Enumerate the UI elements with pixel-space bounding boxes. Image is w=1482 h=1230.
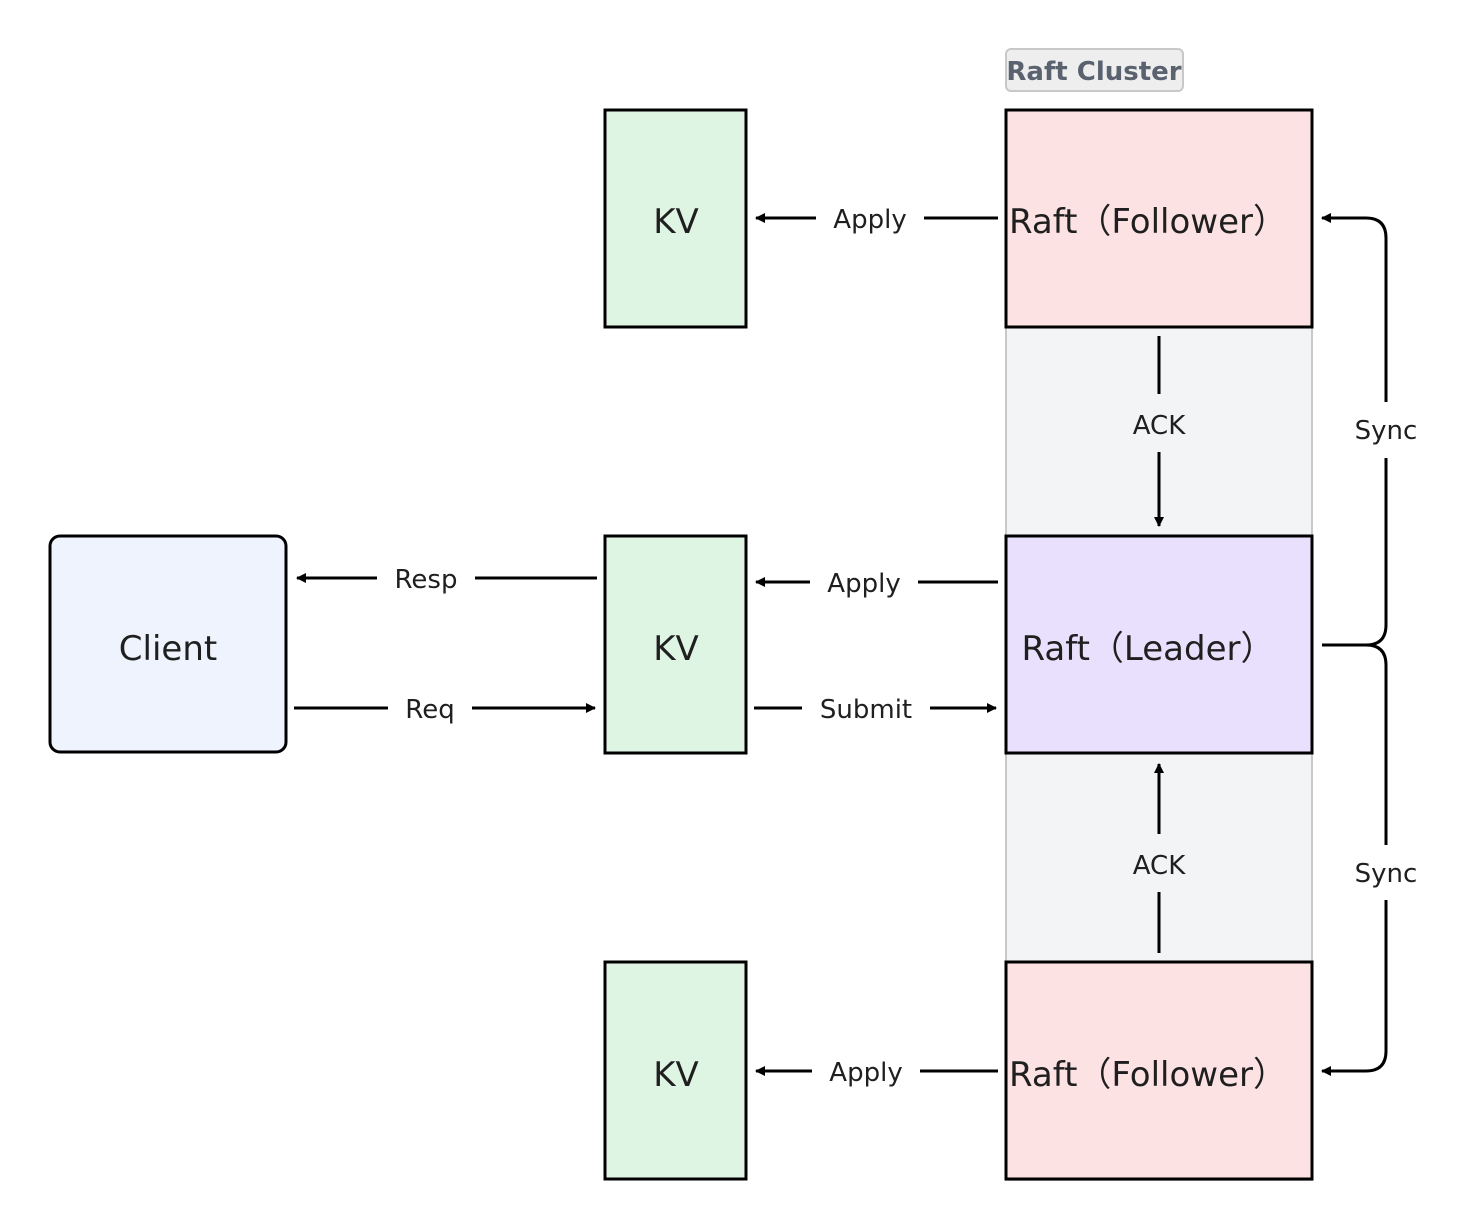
kv-node-top xyxy=(603,108,748,329)
raft-cluster-label: Raft Cluster xyxy=(1006,57,1181,87)
req-edge-label: Req xyxy=(405,695,454,725)
client-node xyxy=(48,534,288,754)
submit-edge-label: Submit xyxy=(820,695,912,725)
sync-bottom-edge-upper xyxy=(1365,643,1388,845)
kv-label-bottom: KV xyxy=(653,1055,699,1095)
ack-top-edge-label: ACK xyxy=(1133,411,1186,441)
sync-bottom-edge-lower xyxy=(1321,900,1388,1076)
client-label: Client xyxy=(119,629,217,669)
resp-edge-label: Resp xyxy=(395,565,458,595)
raft-follower-top-label: Raft（Follower） xyxy=(1009,202,1287,242)
apply-top-edge-label: Apply xyxy=(833,205,906,235)
sync-top-edge-label: Sync xyxy=(1355,416,1418,446)
raft-follower-bottom-node xyxy=(1004,960,1314,1181)
kv-node-bottom xyxy=(603,960,748,1181)
sync-bottom-edge-label: Sync xyxy=(1355,859,1418,889)
kv-label-middle: KV xyxy=(653,629,699,669)
raft-follower-top-node xyxy=(1004,108,1314,329)
raft-cluster-label-box xyxy=(1005,48,1184,92)
apply-mid-edge-label: Apply xyxy=(827,569,900,599)
raft-leader-node xyxy=(1004,534,1314,755)
kv-label-top: KV xyxy=(653,202,699,242)
sync-top-edge-upper xyxy=(1321,213,1388,402)
apply-bottom-edge-label: Apply xyxy=(829,1058,902,1088)
raft-follower-bottom-label: Raft（Follower） xyxy=(1009,1055,1287,1095)
sync-top-edge-lower xyxy=(1365,458,1388,647)
raft-leader-label: Raft（Leader） xyxy=(1022,629,1275,669)
kv-node-middle xyxy=(603,534,748,755)
ack-bottom-edge-label: ACK xyxy=(1133,851,1186,881)
